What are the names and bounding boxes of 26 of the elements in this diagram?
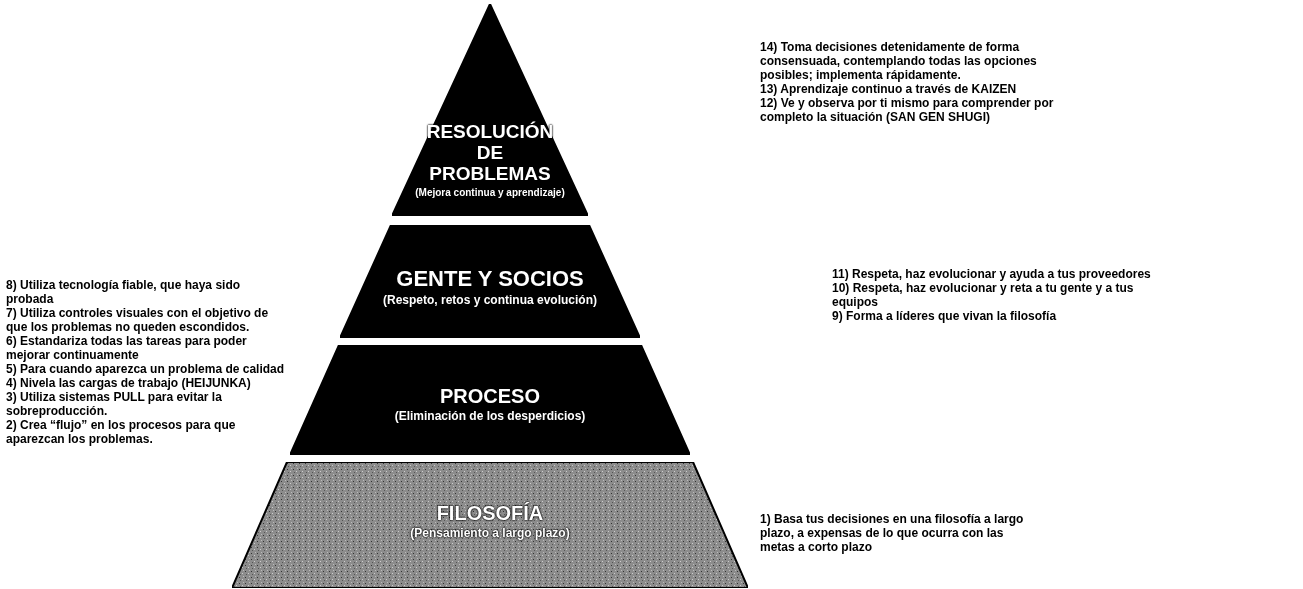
- pyramid-tier: [392, 4, 588, 216]
- pyramid-tier: [340, 225, 640, 338]
- principle-text: 9) Forma a líderes que vivan la filosofía: [832, 309, 1058, 323]
- principle-text: 4) Nivela las cargas de trabajo (HEIJUNKA): [6, 376, 252, 390]
- tier-subtitle: (Eliminación de los desperdicios): [394, 409, 586, 423]
- tier-subtitle: (Respeto, retos y continua evolución): [383, 293, 597, 308]
- tier-subtitle: (Mejora continua y aprendizaje): [415, 186, 565, 198]
- principle-text: 13) Aprendizaje continuo a través de KAIZEN: [760, 82, 1018, 96]
- principle-text: 5) Para cuando aparezca un problema de calidad: [6, 362, 286, 376]
- principle-text: 8) Utiliza tecnología fiable, que haya sido probada: [6, 278, 242, 306]
- principle-text: 7) Utiliza controles visuales con el objetivo de que los problemas no queden escondidos.: [6, 306, 270, 334]
- tier-subtitle: (Pensamiento a largo plazo): [410, 526, 570, 540]
- tier-heading: FILOSOFÍA: [436, 502, 544, 524]
- tier-heading: RESOLUCIÓN DE PROBLEMAS: [425, 122, 555, 185]
- principle-text: 12) Ve y observa por ti mismo para comprender por completo la situación (SAN GEN SHUGI): [760, 96, 1055, 124]
- principle-text: 3) Utiliza sistemas PULL para evitar la sobreproducción.: [6, 390, 223, 418]
- tier-heading: PROCESO: [440, 385, 540, 407]
- pyramid-tier: [232, 462, 748, 588]
- principle-text: 11) Respeta, haz evolucionar y ayuda a tus proveedores: [832, 267, 1152, 281]
- pyramid-tier: [290, 345, 690, 455]
- principle-text: 6) Estandariza todas las tareas para poder mejorar continuamente: [6, 334, 248, 362]
- principle-text: 10) Respeta, haz evolucionar y reta a tu gente y a tus equipos: [832, 281, 1135, 309]
- principle-text: 14) Toma decisiones detenidamente de forma consensuada, contemplando todas las opciones posibles; implementa rápidamente.: [760, 40, 1038, 82]
- principle-text: 2) Crea “flujo” en los procesos para que aparezcan los problemas.: [6, 418, 237, 446]
- tier-heading: GENTE Y SOCIOS: [396, 267, 584, 292]
- principle-text: 1) Basa tus decisiones en una filosofía a largo plazo, a expensas de lo que ocurra con las metas a corto plazo: [760, 512, 1025, 554]
